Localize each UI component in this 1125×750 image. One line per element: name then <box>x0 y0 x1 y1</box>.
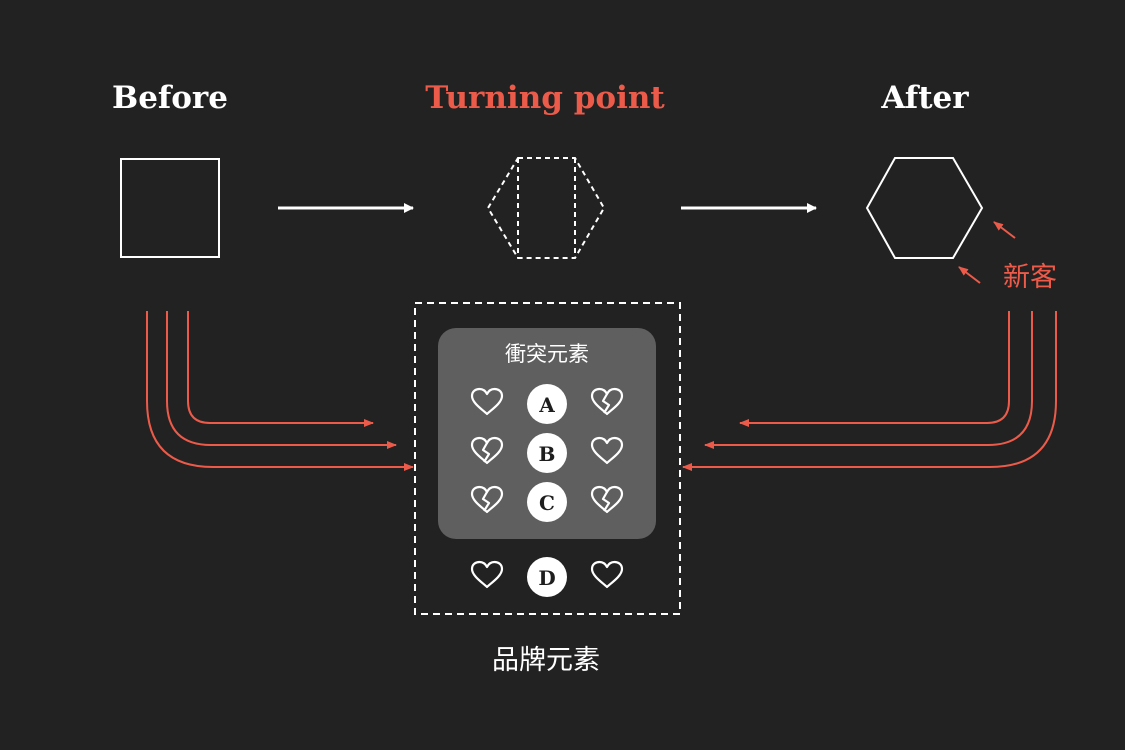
broken-heart-icon <box>590 387 624 416</box>
stage-title-turning-point: Turning point <box>425 80 665 116</box>
badge-letter: D <box>538 566 555 590</box>
new-customer-label: 新客 <box>1003 262 1057 293</box>
badge-letter: B <box>539 442 556 466</box>
turning-point-shape <box>486 157 606 259</box>
element-badge-b: B <box>527 433 567 473</box>
element-badge-a: A <box>527 384 567 424</box>
new-customer-arrow-lower <box>958 266 981 284</box>
before-square-shape <box>120 158 220 258</box>
element-badge-c: C <box>527 482 567 522</box>
brand-elements-box <box>414 302 681 615</box>
broken-heart-icon <box>590 485 624 514</box>
stage-title-before: Before <box>112 80 228 116</box>
after-hexagon-shape <box>865 157 984 259</box>
heart-icon <box>470 387 504 416</box>
after-flow-lines <box>682 311 1057 471</box>
broken-heart-icon <box>470 436 504 465</box>
element-badge-d: D <box>527 557 567 597</box>
brand-elements-label: 品牌元素 <box>492 645 600 676</box>
conflict-elements-title: 衝突元素 <box>505 342 589 366</box>
before-flow-lines <box>146 311 414 471</box>
heart-icon <box>590 436 624 465</box>
broken-heart-icon <box>470 485 504 514</box>
heart-icon <box>590 560 624 589</box>
stage-title-after: After <box>881 80 969 116</box>
heart-icon <box>470 560 504 589</box>
new-customer-arrow-upper <box>993 221 1016 239</box>
badge-letter: C <box>539 491 555 515</box>
badge-letter: A <box>538 393 555 417</box>
